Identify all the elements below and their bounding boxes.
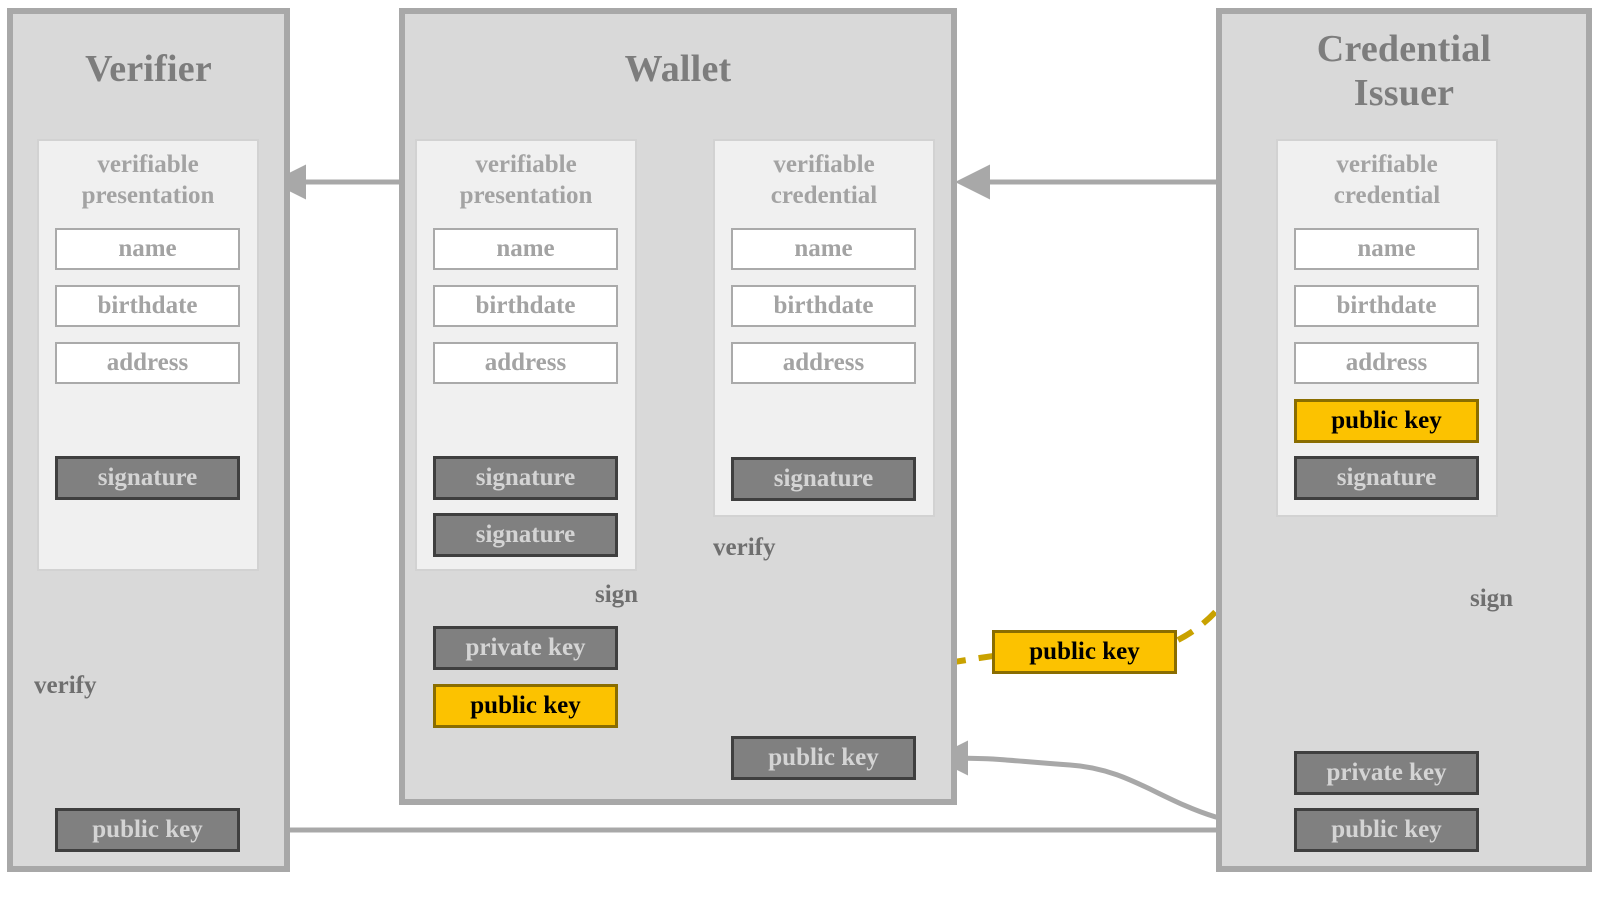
verifier-field-address: address xyxy=(55,342,240,384)
wallet-vc-field-address: address xyxy=(731,342,916,384)
wallet-sign-label: sign xyxy=(595,581,639,608)
wallet-presentation-title-line2: presentation xyxy=(459,182,593,209)
floating-public-key: public key xyxy=(992,630,1177,674)
issuer-vc-public-key: public key xyxy=(1294,399,1479,443)
verifier-verify-label: verify xyxy=(34,672,97,699)
issuer-vc-field-birthdate: birthdate xyxy=(1294,285,1479,327)
issuer-private-key: private key xyxy=(1294,751,1479,795)
issuer-vc-signature: signature xyxy=(1294,456,1479,500)
verifier-title: Verifier xyxy=(85,48,212,90)
wallet-vp-signature-2: signature xyxy=(433,513,618,557)
verifier-presentation-title-line1: verifiable xyxy=(97,151,199,178)
verifier-field-birthdate: birthdate xyxy=(55,285,240,327)
issuer-credential-title-line1: verifiable xyxy=(1336,151,1438,178)
wallet-vp-field-name: name xyxy=(433,228,618,270)
issuer-title-line1: Credential xyxy=(1316,28,1492,70)
issuer-title-line2: Issuer xyxy=(1353,72,1455,114)
verifier-presentation-signature: signature xyxy=(55,456,240,500)
issuer-sign-label: sign xyxy=(1470,585,1514,612)
wallet-vc-signature: signature xyxy=(731,457,916,501)
wallet-vc-field-name: name xyxy=(731,228,916,270)
issuer-credential-doc xyxy=(1276,139,1498,517)
wallet-issuer-public-key: public key xyxy=(731,736,916,780)
wallet-credential-title-line1: verifiable xyxy=(773,151,875,178)
wallet-private-key: private key xyxy=(433,626,618,670)
wallet-credential-title-line2: credential xyxy=(770,182,878,209)
wallet-title: Wallet xyxy=(624,48,732,90)
issuer-vc-field-address: address xyxy=(1294,342,1479,384)
wallet-vp-field-address: address xyxy=(433,342,618,384)
wallet-verify-label: verify xyxy=(713,534,776,561)
verifier-presentation-title-line2: presentation xyxy=(81,182,215,209)
wallet-vp-signature-1: signature xyxy=(433,456,618,500)
verifier-public-key: public key xyxy=(55,808,240,852)
wallet-vc-field-birthdate: birthdate xyxy=(731,285,916,327)
wallet-vp-field-birthdate: birthdate xyxy=(433,285,618,327)
wallet-credential-doc xyxy=(713,139,935,517)
wallet-public-key: public key xyxy=(433,684,618,728)
issuer-public-key: public key xyxy=(1294,808,1479,852)
issuer-credential-title-line2: credential xyxy=(1333,182,1441,209)
verifier-field-name: name xyxy=(55,228,240,270)
wallet-presentation-title-line1: verifiable xyxy=(475,151,577,178)
issuer-vc-field-name: name xyxy=(1294,228,1479,270)
